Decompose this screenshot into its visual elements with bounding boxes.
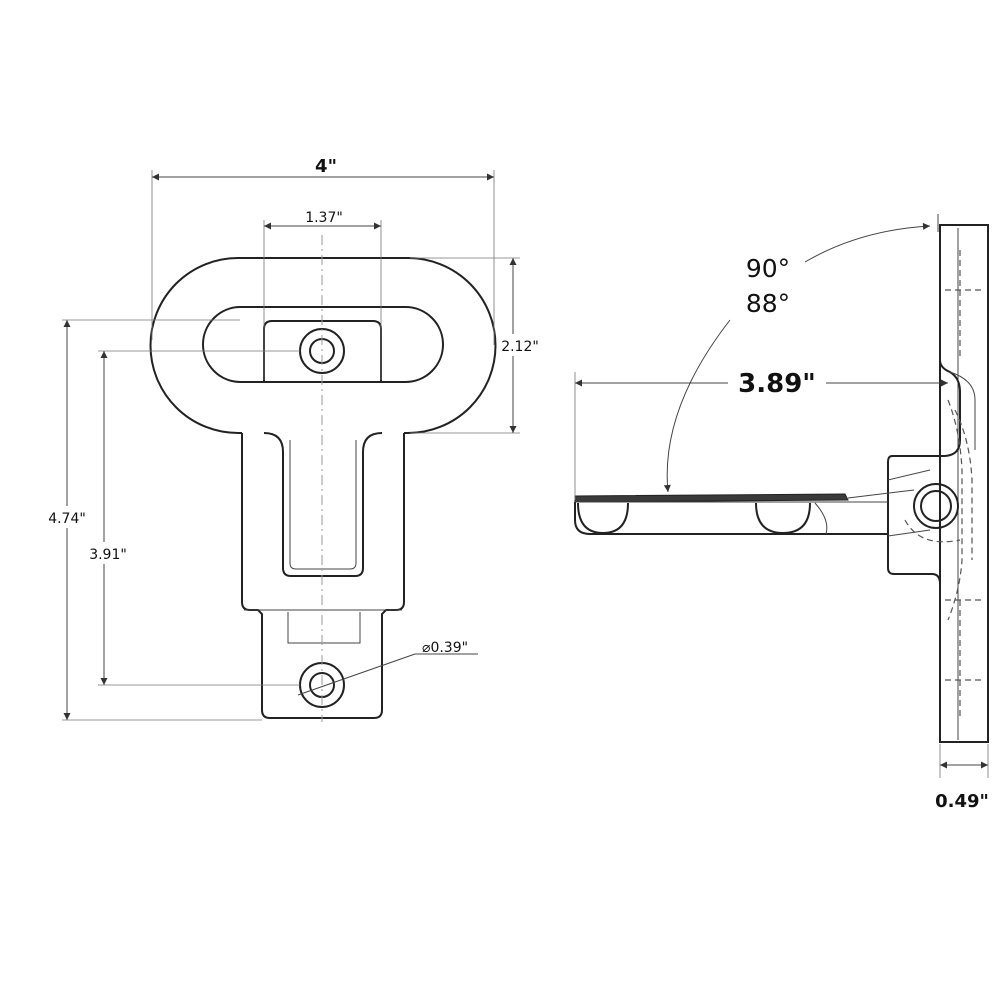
inner-slot	[202, 306, 444, 383]
width-dim-label: 4"	[315, 156, 337, 177]
slot-dim-label: 1.37"	[305, 210, 343, 226]
pivot-line-bottom	[887, 529, 931, 537]
thickness-dim-label: 0.49"	[935, 791, 989, 812]
spacing-dim-label-bg	[80, 542, 134, 564]
arm-lobe-left	[577, 502, 629, 535]
diameter-leader	[297, 653, 416, 696]
side-plate-outline	[939, 224, 989, 743]
diameter-value: 0.39"	[430, 640, 468, 656]
arm-tread-link	[847, 489, 915, 499]
stem-channel	[263, 432, 383, 577]
height-dim-label-bg	[40, 506, 94, 528]
angle-primary-label: 90°	[746, 254, 790, 283]
reach-dim-label: 3.89"	[738, 369, 816, 399]
stem-channel-inner	[289, 440, 357, 570]
arm-lobe-middle	[755, 502, 811, 535]
tang-window	[287, 612, 361, 644]
angle-secondary-label: 88°	[746, 289, 790, 318]
side-strap-hidden	[947, 399, 963, 621]
front-view: 4" 1.37" 2.12" 4.74" 3.91" ⌀0.39"	[40, 156, 544, 722]
angle-arc-primary	[804, 222, 931, 263]
pivot-inner	[920, 490, 952, 522]
side-strap-hidden-2	[954, 409, 973, 560]
spacing-dim-label: 3.91"	[89, 547, 127, 563]
loop-dim-label: 2.12"	[501, 339, 539, 355]
pivot-hidden-arc	[904, 519, 961, 543]
pivot-outer	[913, 483, 959, 529]
loop-outline	[149, 257, 497, 434]
arm-tread	[574, 493, 849, 503]
arm-lobe-right	[814, 502, 828, 535]
diameter-symbol: ⌀	[422, 640, 431, 656]
diameter-dim-label: ⌀0.39"	[422, 640, 468, 656]
side-strap-inner	[949, 371, 976, 450]
height-dim-label: 4.74"	[48, 511, 86, 527]
side-view: 3.89" 90° 88° 0.49"	[574, 214, 989, 812]
angle-arc-secondary	[663, 319, 731, 493]
pivot-line-top	[887, 469, 931, 481]
arm-body	[574, 502, 888, 535]
loop-dim-label-bg	[498, 334, 544, 356]
